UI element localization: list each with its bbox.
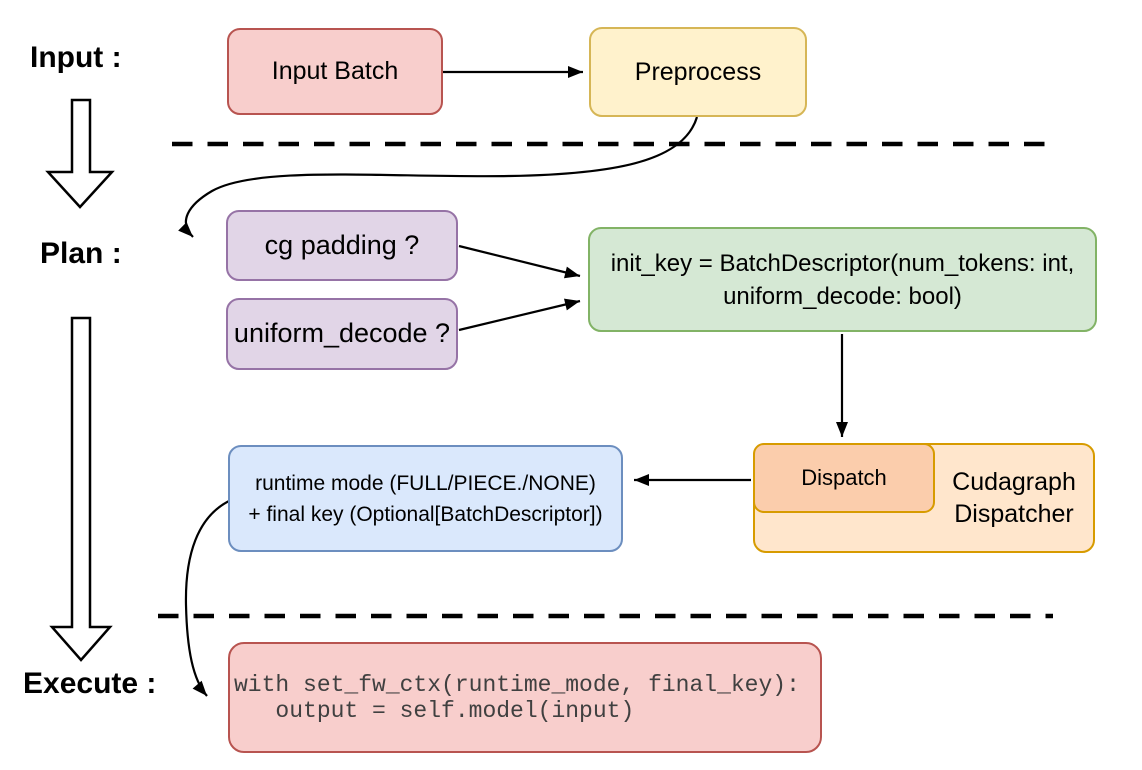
cudagraph-dispatcher-line2: Dispatcher: [954, 500, 1074, 528]
arrow-uniform-decode-to-init-key: [458, 298, 581, 332]
runtime-mode-line2: + final key (Optional[BatchDescriptor]): [248, 502, 603, 526]
init-key-line1: init_key = BatchDescriptor(num_tokens: i…: [610, 249, 1075, 277]
runtime-mode-node: runtime mode (FULL/PIECE./NONE) + final …: [228, 445, 623, 552]
cudagraph-dispatcher-line1: Cudagraph: [952, 468, 1076, 496]
init-key-node: init_key = BatchDescriptor(num_tokens: i…: [588, 227, 1097, 332]
arrow-runtime-mode-to-execute-code: [184, 499, 232, 697]
dispatch-node: Dispatch: [753, 443, 935, 513]
input-batch-label: Input Batch: [271, 57, 399, 86]
execute-code-line2: output = self.model(input): [234, 697, 635, 724]
execute-code-line1: with set_fw_ctx(runtime_mode, final_key)…: [234, 671, 800, 698]
preprocess-node: Preprocess: [589, 27, 807, 117]
plan-stage-label: Plan :: [40, 237, 122, 270]
block-arrow-plan-to-execute: [49, 316, 113, 662]
execute-code-node: with set_fw_ctx(runtime_mode, final_key)…: [228, 642, 822, 753]
execute-stage-label: Execute :: [23, 667, 157, 700]
input-batch-node: Input Batch: [227, 28, 443, 115]
input-stage-label: Input :: [30, 41, 122, 74]
uniform-decode-label: uniform_decode ?: [233, 318, 451, 349]
block-arrow-input-to-plan: [45, 98, 115, 209]
arrow-cg-padding-to-init-key: [458, 244, 581, 279]
preprocess-label: Preprocess: [634, 57, 762, 86]
runtime-mode-line1: runtime mode (FULL/PIECE./NONE): [255, 471, 596, 495]
cudagraph-dispatcher-label: Cudagraph Dispatcher: [935, 445, 1093, 551]
init-key-line2: uniform_decode: bool): [723, 282, 962, 310]
uniform-decode-node: uniform_decode ?: [226, 298, 458, 370]
dispatch-label: Dispatch: [801, 464, 887, 490]
cg-padding-label: cg padding ?: [264, 229, 420, 260]
arrow-preprocess-to-cg-padding: [178, 116, 699, 238]
cg-padding-node: cg padding ?: [226, 210, 458, 281]
